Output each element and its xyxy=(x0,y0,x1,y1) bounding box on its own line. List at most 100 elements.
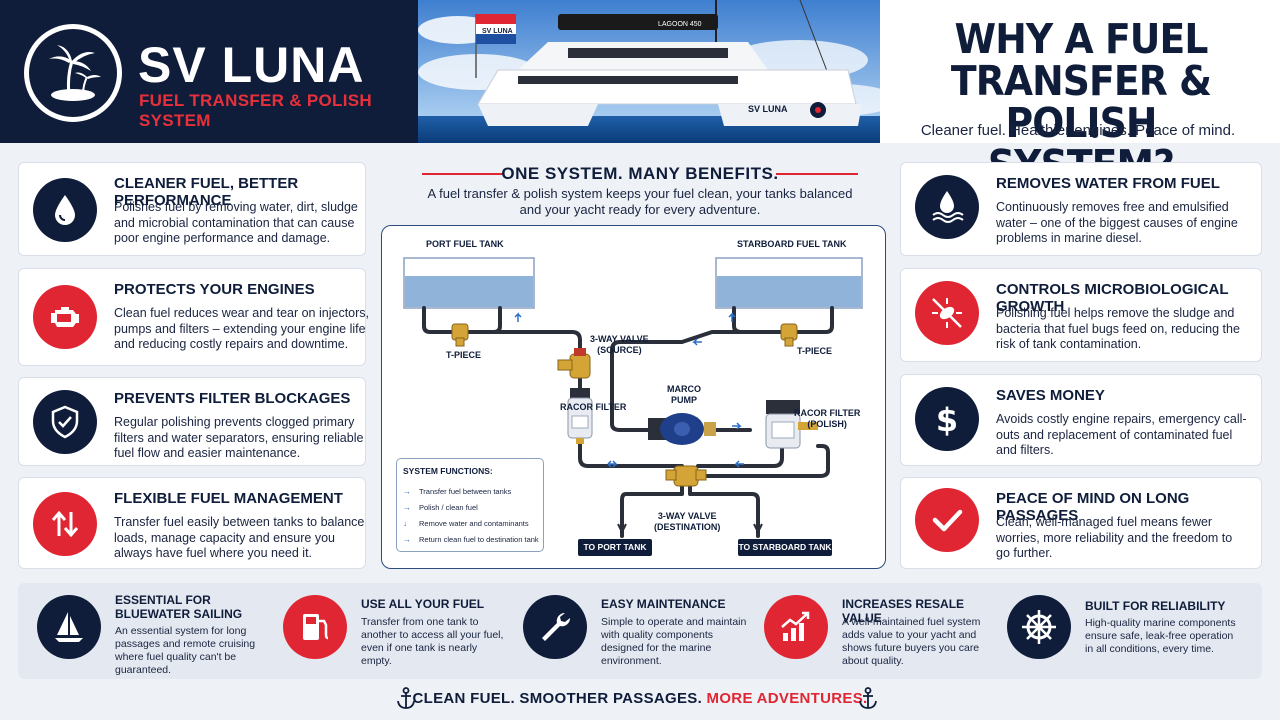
system-diagram: PORT FUEL TANK STARBOARD FUEL TANK T-PIE… xyxy=(381,225,886,569)
arrow-right-icon: → xyxy=(403,535,411,544)
title-rule-left xyxy=(422,173,504,175)
card-saves-money: $ SAVES MONEY Avoids costly engine repai… xyxy=(900,374,1262,466)
benefit-resale-value: INCREASES RESALE VALUE A well-maintained… xyxy=(764,583,994,679)
racor-left-label: RACOR FILTER xyxy=(560,402,627,412)
pump-label: MARCO PUMP xyxy=(667,384,701,405)
stbd-tank-fuel xyxy=(717,276,861,307)
system-functions-box: SYSTEM FUNCTIONS: → Transfer fuel between… xyxy=(396,458,544,552)
water-drop-icon xyxy=(915,175,979,239)
microbe-icon xyxy=(915,281,979,345)
up-down-arrows-icon xyxy=(33,492,97,556)
benefit-title: USE ALL YOUR FUEL xyxy=(361,597,485,611)
dollar-icon: $ xyxy=(915,387,979,451)
benefit-title: BUILT FOR RELIABILITY xyxy=(1085,599,1226,613)
footer-accent: MORE ADVENTURES. xyxy=(706,690,868,707)
port-tank-label: PORT FUEL TANK xyxy=(426,239,504,249)
function-item: →Polish / clean fuel xyxy=(403,503,478,512)
benefit-desc: High-quality marine components ensure sa… xyxy=(1085,617,1236,655)
to-starboard-tank-label: TO STARBOARD TANK xyxy=(738,539,832,556)
benefit-desc: An essential system for long passages an… xyxy=(115,625,256,676)
card-desc: Clean fuel reduces wear and tear on inje… xyxy=(114,306,370,351)
card-protects-engines: PROTECTS YOUR ENGINES Clean fuel reduces… xyxy=(18,268,369,366)
card-desc: Continuously removes free and emulsified… xyxy=(996,200,1238,245)
functions-title: SYSTEM FUNCTIONS: xyxy=(403,466,493,476)
anchor-icon xyxy=(397,687,415,709)
racor-filter-right-icon xyxy=(765,400,818,449)
source-valve-label: 3-WAY VALVE (SOURCE) xyxy=(590,334,649,355)
card-title: FLEXIBLE FUEL MANAGEMENT xyxy=(114,490,343,507)
t-piece-right-icon xyxy=(780,323,798,347)
header: SV LUNA FUEL TRANSFER & POLISH SYSTEM xyxy=(0,0,1280,186)
card-prevents-blockages: PREVENTS FILTER BLOCKAGES Regular polish… xyxy=(18,377,366,466)
card-desc: Transfer fuel easily between tanks to ba… xyxy=(114,515,365,560)
benefit-desc: Simple to operate and maintain with qual… xyxy=(601,616,747,667)
card-title: CLEANER FUEL, BETTER PERFORMANCE xyxy=(114,175,299,209)
benefit-title: EASY MAINTENANCE xyxy=(601,597,726,611)
title-rule-right xyxy=(776,173,858,175)
svg-text:$: $ xyxy=(936,401,958,437)
function-text: Polish / clean fuel xyxy=(419,503,478,512)
stbd-tank-label: STARBOARD FUEL TANK xyxy=(737,239,847,249)
anchor-icon xyxy=(859,687,877,709)
t-piece-left-label: T-PIECE xyxy=(446,350,482,360)
card-desc: Clean, well-managed fuel means fewer wor… xyxy=(996,515,1233,560)
fuel-pump-icon xyxy=(283,595,347,659)
ship-wheel-icon xyxy=(1007,595,1071,659)
checkmark-icon xyxy=(915,488,979,552)
shield-check-icon xyxy=(33,390,97,454)
card-peace-of-mind: PEACE OF MIND ON LONG PASSAGES Clean, we… xyxy=(900,477,1262,569)
why-title: WHY A FUEL TRANSFER & POLISH SYSTEM? xyxy=(950,15,1212,186)
racor-filter-left-icon xyxy=(567,388,593,444)
marco-pump-icon xyxy=(648,413,716,445)
growth-chart-icon xyxy=(764,595,828,659)
benefit-easy-maintenance: EASY MAINTENANCE Simple to operate and m… xyxy=(523,583,753,679)
palm-island-logo-icon xyxy=(24,24,122,122)
to-port-tank-label: TO PORT TANK xyxy=(578,539,652,556)
engine-icon xyxy=(33,285,97,349)
benefit-bluewater: ESSENTIAL FOR BLUEWATER SAILING An essen… xyxy=(37,583,267,679)
card-removes-water: REMOVES WATER FROM FUEL Continuously rem… xyxy=(900,162,1262,256)
card-title: SAVES MONEY xyxy=(996,387,1105,404)
flow-arrows xyxy=(514,312,744,468)
benefit-use-all-fuel: USE ALL YOUR FUEL Transfer from one tank… xyxy=(283,583,513,679)
card-title: PREVENTS FILTER BLOCKAGES xyxy=(114,390,351,407)
flag-text: SV LUNA xyxy=(482,28,513,35)
card-title: CONTROLS MICROBIOLOGICAL GROWTH xyxy=(996,281,1229,315)
arrow-right-icon: → xyxy=(403,487,411,496)
card-flexible-management: FLEXIBLE FUEL MANAGEMENT Transfer fuel e… xyxy=(18,477,366,569)
arrow-down-icon: ↓ xyxy=(403,519,407,528)
fuel-drop-icon xyxy=(33,178,97,242)
function-item: →Return clean fuel to destination tank xyxy=(403,535,539,544)
center-desc: A fuel transfer & polish system keeps yo… xyxy=(427,186,853,217)
brand-panel: SV LUNA FUEL TRANSFER & POLISH SYSTEM xyxy=(0,0,418,143)
brand-subtitle: FUEL TRANSFER & POLISH SYSTEM xyxy=(139,91,372,130)
footer-main: CLEAN FUEL. SMOOTHER PASSAGES. xyxy=(412,690,703,707)
function-text: Remove water and contaminants xyxy=(419,519,529,528)
benefit-desc: A well-maintained fuel system adds value… xyxy=(842,616,981,667)
function-text: Transfer fuel between tanks xyxy=(419,487,512,496)
racor-right-label: RACOR FILTER (POLISH) xyxy=(794,408,861,429)
t-piece-left-icon xyxy=(451,323,469,347)
benefit-title: ESSENTIAL FOR BLUEWATER SAILING xyxy=(115,593,243,621)
benefit-desc: Transfer from one tank to another to acc… xyxy=(361,616,504,667)
card-title: REMOVES WATER FROM FUEL xyxy=(996,175,1220,192)
card-title: PEACE OF MIND ON LONG PASSAGES xyxy=(996,490,1190,524)
tagline: Cleaner fuel. Healthier engines. Peace o… xyxy=(920,122,1236,139)
function-item: ↓ Remove water and contaminants xyxy=(403,519,529,528)
footer-slogan: CLEAN FUEL. SMOOTHER PASSAGES. MORE ADVE… xyxy=(0,690,1280,707)
port-tank-fuel xyxy=(405,276,533,307)
dest-valve-label: 3-WAY VALVE (DESTINATION) xyxy=(654,511,721,532)
card-microbiological: CONTROLS MICROBIOLOGICAL GROWTH Polishin… xyxy=(900,268,1262,362)
benefit-title: INCREASES RESALE VALUE xyxy=(842,597,965,625)
why-panel: WHY A FUEL TRANSFER & POLISH SYSTEM? Cle… xyxy=(880,0,1280,186)
catamaran-photo: SV LUNA LAGOON 450 SV LUNA xyxy=(418,0,880,143)
card-desc: Polishes fuel by removing water, dirt, s… xyxy=(114,200,358,245)
benefits-strip: ESSENTIAL FOR BLUEWATER SAILING An essen… xyxy=(18,583,1262,679)
boat-model-text: LAGOON 450 xyxy=(658,21,702,28)
card-desc: Regular polishing prevents clogged prima… xyxy=(114,415,364,460)
center-title: ONE SYSTEM. MANY BENEFITS. xyxy=(501,164,779,183)
function-item: → Transfer fuel between tanks xyxy=(403,487,511,496)
benefit-reliability: BUILT FOR RELIABILITY High-quality marin… xyxy=(1007,583,1247,679)
source-valve-icon xyxy=(557,348,591,379)
destination-valve-icon xyxy=(665,465,707,487)
